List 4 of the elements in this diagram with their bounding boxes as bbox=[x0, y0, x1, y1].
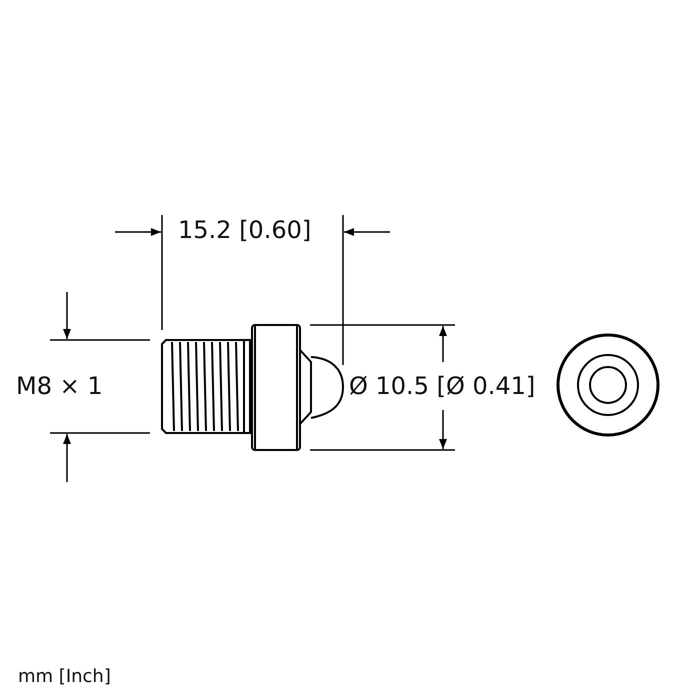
dimension-label: M8 × 1 bbox=[16, 374, 103, 398]
unit-note: mm [Inch] bbox=[18, 668, 111, 686]
dimension-label: Ø 10.5 [Ø 0.41] bbox=[349, 374, 536, 398]
dimension-label: 15.2 [0.60] bbox=[178, 218, 312, 242]
